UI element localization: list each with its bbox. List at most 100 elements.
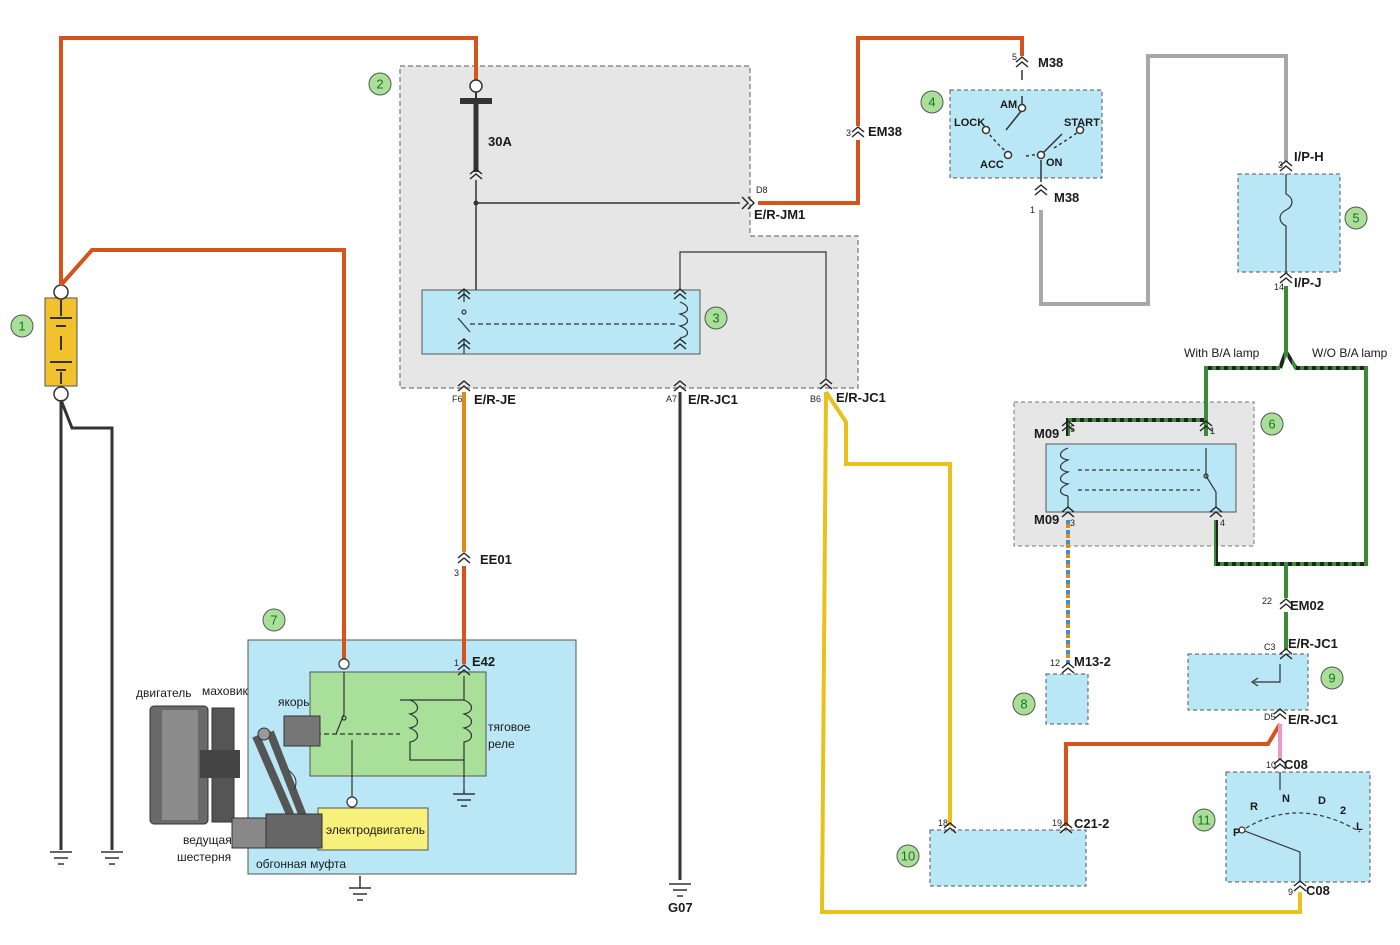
module-9 bbox=[1187, 653, 1309, 711]
pin-er-jc1-b6: B6 bbox=[810, 394, 821, 404]
connector-chevron bbox=[673, 288, 687, 300]
pin-m38-bottom: 1 bbox=[1030, 205, 1035, 215]
connector-chevron bbox=[1015, 56, 1029, 68]
pin-e42: 1 bbox=[454, 658, 459, 668]
gear-l: L bbox=[1356, 821, 1363, 833]
wire-branch-without bbox=[1204, 366, 1280, 420]
label-solenoid-2: реле bbox=[488, 737, 515, 751]
connector-e42: E42 bbox=[472, 654, 495, 669]
connector-m38-bottom: M38 bbox=[1054, 190, 1079, 205]
solenoid-internals bbox=[316, 672, 473, 800]
connector-chevron bbox=[1061, 662, 1075, 674]
pin-em02: 22 bbox=[1262, 596, 1272, 606]
wire-m09-top bbox=[1066, 418, 1206, 436]
gear-n: N bbox=[1282, 793, 1290, 805]
gear-switch-11 bbox=[1225, 771, 1371, 883]
badge-9: 9 bbox=[1328, 671, 1335, 686]
connector-chevron bbox=[1273, 758, 1287, 770]
pin-c21-18: 18 bbox=[938, 818, 948, 828]
connector-chevron bbox=[1279, 160, 1293, 172]
connector-chevron bbox=[1199, 420, 1213, 432]
switch-on: ON bbox=[1046, 157, 1063, 169]
label-solenoid-1: тяговое bbox=[488, 720, 531, 734]
connector-m38-top: M38 bbox=[1038, 55, 1063, 70]
pin-c21-19: 19 bbox=[1052, 818, 1062, 828]
pin-c08-top: 10 bbox=[1266, 760, 1276, 770]
pin-er-je: F6 bbox=[452, 394, 463, 404]
connector-chevron bbox=[1059, 822, 1073, 834]
relay-6-internals bbox=[1059, 447, 1217, 508]
connector-c21-2: C21-2 bbox=[1074, 816, 1109, 831]
connector-chevron bbox=[457, 552, 471, 564]
label-armature: якорь bbox=[278, 695, 309, 709]
connector-chevron bbox=[457, 380, 471, 392]
connector-chevron bbox=[457, 664, 471, 676]
ground-symbols bbox=[50, 790, 691, 901]
pin-m38-top: 5 bbox=[1012, 52, 1017, 62]
wire-b6-yellow-c08 bbox=[819, 391, 1302, 914]
badge-5: 5 bbox=[1352, 211, 1359, 226]
label-engine: двигатель bbox=[136, 686, 192, 700]
label-clutch: обгонная муфта bbox=[256, 857, 346, 871]
badge-2: 2 bbox=[376, 77, 383, 92]
ground-g07: G07 bbox=[668, 900, 693, 915]
module-8 bbox=[1045, 673, 1089, 725]
badge-8: 8 bbox=[1020, 697, 1027, 712]
switch-lock: LOCK bbox=[954, 117, 985, 129]
connector-chevron bbox=[851, 126, 865, 138]
label-motor: электродвигатель bbox=[326, 823, 425, 837]
label-drive-gear-1: ведущая bbox=[183, 833, 232, 847]
badge-11: 11 bbox=[1197, 813, 1211, 828]
engine-flywheel-illustration bbox=[149, 705, 323, 849]
connector-c08-top: C08 bbox=[1284, 757, 1308, 772]
wire-b6-yellow bbox=[824, 390, 952, 826]
gear-r: R bbox=[1250, 801, 1258, 813]
connector-chevron bbox=[673, 338, 687, 350]
pin-ip-j: 14 bbox=[1274, 282, 1284, 292]
wire-m38-to-ip-h bbox=[1039, 54, 1288, 306]
connector-chevron bbox=[1209, 506, 1223, 518]
connector-chevron bbox=[457, 338, 471, 350]
connector-chevron bbox=[1279, 272, 1293, 284]
connector-chevron bbox=[1293, 880, 1307, 892]
relay-6 bbox=[1045, 443, 1237, 513]
connector-em02: EM02 bbox=[1290, 598, 1324, 613]
gear-p: P bbox=[1233, 827, 1240, 839]
label-flywheel: маховик bbox=[202, 684, 249, 698]
connector-chevron bbox=[1279, 598, 1293, 610]
pin-er-jm1: D8 bbox=[756, 185, 768, 195]
connector-er-jc1-c3: E/R-JC1 bbox=[1288, 636, 1338, 651]
wire-ip-j-down bbox=[1278, 286, 1288, 369]
pin-m09-3: 3 bbox=[1070, 518, 1075, 528]
connector-m09-top: M09 bbox=[1034, 426, 1059, 441]
connector-chevron bbox=[457, 288, 471, 300]
connector-chevron bbox=[673, 380, 687, 392]
connector-er-jc1-b6: E/R-JC1 bbox=[836, 390, 886, 405]
pin-m09-4: 4 bbox=[1220, 518, 1225, 528]
connector-m09-bottom: M09 bbox=[1034, 512, 1059, 527]
ignition-switch-internals bbox=[981, 96, 1085, 182]
solenoid-relay bbox=[309, 671, 487, 777]
branch-with-lamp: With B/A lamp bbox=[1184, 346, 1260, 360]
connector-chevron bbox=[1034, 184, 1048, 196]
connector-chevron bbox=[469, 168, 483, 180]
badge-6: 6 bbox=[1268, 417, 1275, 432]
label-drive-gear-2: шестерня bbox=[177, 850, 231, 864]
wire-er-jm1-to-em38 bbox=[758, 140, 860, 205]
starter-motor-box bbox=[317, 807, 429, 851]
badge-10: 10 bbox=[901, 849, 915, 864]
module-9-arrow bbox=[1250, 664, 1281, 687]
badge-1: 1 bbox=[18, 319, 25, 334]
pin-m09-5: 5 bbox=[1070, 424, 1075, 434]
relay-3-internals bbox=[457, 290, 689, 354]
pin-m13-2: 12 bbox=[1050, 658, 1060, 668]
pin-ip-h: 3 bbox=[1278, 160, 1283, 170]
pin-ee01: 3 bbox=[454, 568, 459, 578]
connector-chevrons bbox=[457, 56, 1307, 892]
component-badges: 1 2 3 4 5 6 7 8 9 10 11 bbox=[10, 72, 1368, 868]
connector-chevron bbox=[1061, 506, 1075, 518]
badge-3: 3 bbox=[712, 311, 719, 326]
branch-without-lamp: W/O B/A lamp bbox=[1312, 346, 1388, 360]
switch-acc: ACC bbox=[980, 159, 1004, 171]
